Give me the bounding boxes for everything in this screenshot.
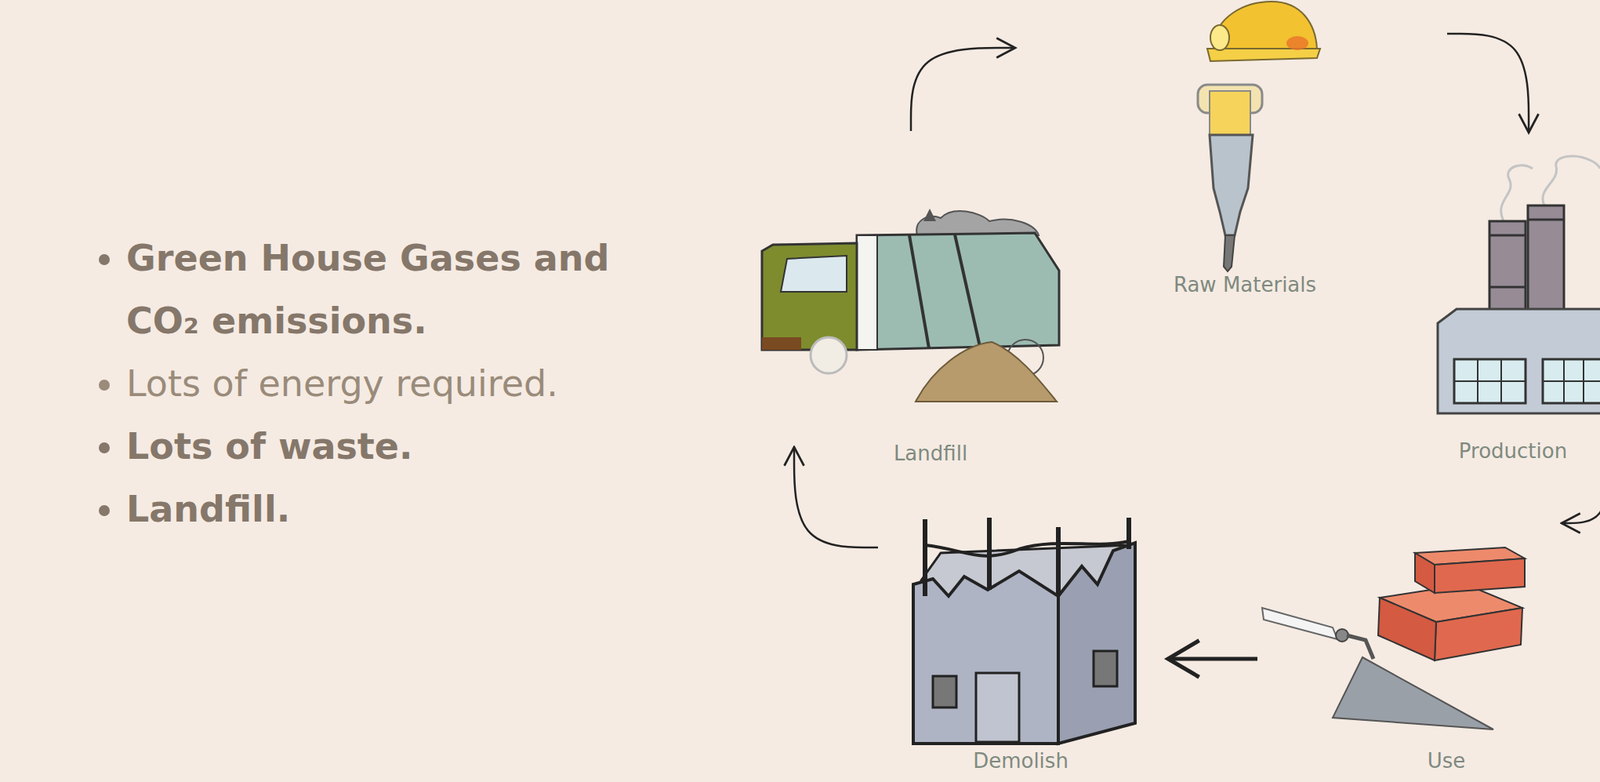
stage-label: Demolish [972, 748, 1069, 773]
rebar-pole [1055, 526, 1061, 596]
trash-bag [923, 208, 937, 222]
stage-node: Production [1407, 132, 1600, 465]
trowel-blade [1332, 656, 1494, 730]
jackhammer-icon [1197, 84, 1263, 272]
stage-node: Raw Materials [1015, 0, 1448, 302]
chimney-rim [1527, 218, 1564, 222]
window-bar [1542, 380, 1600, 382]
cycle-arrow [794, 446, 879, 548]
stage-node: Landfill [740, 130, 1114, 447]
helmet-shade [1286, 36, 1309, 51]
trowel-neck [1346, 634, 1374, 659]
factory-building [1437, 308, 1600, 414]
rebar-beam [925, 540, 1129, 556]
brick-face [1414, 552, 1435, 593]
building-door [975, 672, 1020, 742]
cycle-arrow [910, 47, 1016, 131]
trowel-icon [1262, 607, 1494, 730]
building-side [1058, 542, 1136, 744]
rebar-pole [922, 518, 928, 596]
stage-label: Landfill [893, 441, 968, 465]
smoke [1542, 156, 1600, 206]
stage-label: Raw Materials [1173, 272, 1317, 297]
container-panel [909, 235, 929, 349]
trash-heap [916, 210, 1039, 236]
building-window [1093, 650, 1118, 686]
helmet-lamp [1210, 25, 1230, 51]
chimney-rim [1489, 234, 1526, 237]
bullet-list: Green House Gases and CO₂ emissions.Lots… [93, 226, 658, 541]
stage-node: Use [1257, 504, 1562, 782]
bullet-point: Landfill. [126, 477, 658, 541]
truck-wheel [810, 337, 847, 374]
bullet-point: Green House Gases and CO₂ emissions. [126, 226, 658, 352]
trowel-ferrule [1335, 628, 1349, 642]
truck-container [856, 232, 1060, 350]
brick-face [1434, 607, 1523, 661]
truck-icon [761, 208, 1060, 402]
factory-window [1542, 359, 1600, 403]
building-window [932, 675, 957, 708]
bricks-icon [1378, 547, 1525, 661]
cycle-arrow [1168, 656, 1258, 661]
rebar-pole [1126, 517, 1132, 549]
cycle-arrow [1447, 33, 1529, 133]
helmet-icon [1207, 1, 1321, 62]
factory-window [1454, 359, 1526, 403]
truck-cab [761, 243, 857, 350]
chimney-rim [1489, 286, 1526, 289]
jackhammer-chisel [1223, 235, 1235, 272]
chimney [1527, 205, 1564, 325]
cab-window [780, 255, 847, 292]
cab-trim [761, 337, 802, 350]
brick-face [1378, 597, 1437, 661]
helmet-brim [1207, 48, 1321, 62]
stage-label: Use [1427, 748, 1466, 773]
bullet-point: Lots of energy required. [126, 351, 658, 415]
jackhammer-grip [1209, 90, 1251, 135]
factory-icon [1437, 156, 1600, 414]
trowel-handle [1262, 607, 1338, 639]
jackhammer-body [1209, 134, 1253, 236]
truck-strip [856, 235, 878, 350]
building-front [913, 570, 1059, 744]
stage-label: Production [1458, 439, 1568, 463]
dirt-pile [915, 341, 1057, 402]
cycle-arrow [1561, 464, 1600, 523]
window-bar [1454, 380, 1526, 382]
bullet-point: Lots of waste. [126, 414, 658, 478]
brick-face [1434, 558, 1525, 593]
stage-node: Demolish [878, 504, 1169, 782]
container-panel [954, 234, 980, 347]
rebar-pole [986, 517, 992, 590]
demolished-building-icon [913, 517, 1136, 744]
